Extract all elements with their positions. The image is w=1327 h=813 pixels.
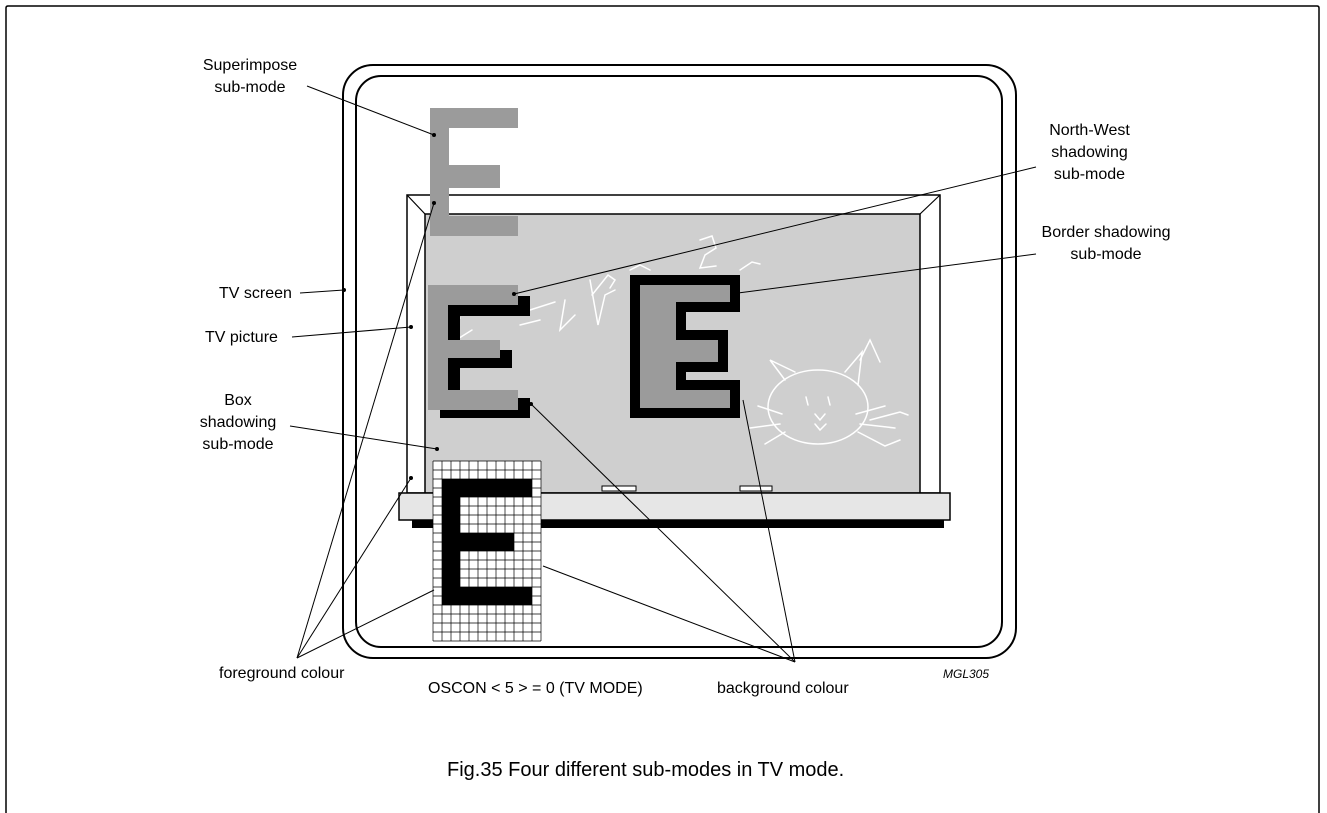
box-shadowing-line3: sub-mode xyxy=(188,434,288,456)
tv-picture-label: TV picture xyxy=(205,327,278,349)
background-colour-label: background colour xyxy=(717,678,849,700)
foreground-colour-label: foreground colour xyxy=(219,663,344,685)
tv-screen-label: TV screen xyxy=(219,283,292,305)
border-shadowing-label: Border shadowing sub-mode xyxy=(1026,222,1186,266)
north-west-line3: sub-mode xyxy=(1032,164,1147,186)
pixel-grid-letter-e xyxy=(433,461,541,641)
figure-caption: Fig.35 Four different sub-modes in TV mo… xyxy=(447,759,844,781)
figure-code: MGL305 xyxy=(943,663,989,685)
border-shadowing-line1: Border shadowing xyxy=(1026,222,1186,244)
superimpose-label: Superimpose sub-mode xyxy=(195,55,305,99)
superimpose-label-line1: Superimpose xyxy=(195,55,305,77)
chalk-piece xyxy=(740,486,772,491)
north-west-label: North-West shadowing sub-mode xyxy=(1032,120,1147,186)
north-west-line2: shadowing xyxy=(1032,142,1147,164)
box-shadowing-label: Box shadowing sub-mode xyxy=(188,390,288,456)
oscon-label: OSCON < 5 > = 0 (TV MODE) xyxy=(428,678,643,700)
north-west-line1: North-West xyxy=(1032,120,1147,142)
box-shadowing-line2: shadowing xyxy=(188,412,288,434)
box-shadowing-line1: Box xyxy=(188,390,288,412)
superimpose-label-line2: sub-mode xyxy=(195,77,305,99)
border-shadowing-line2: sub-mode xyxy=(1026,244,1186,266)
